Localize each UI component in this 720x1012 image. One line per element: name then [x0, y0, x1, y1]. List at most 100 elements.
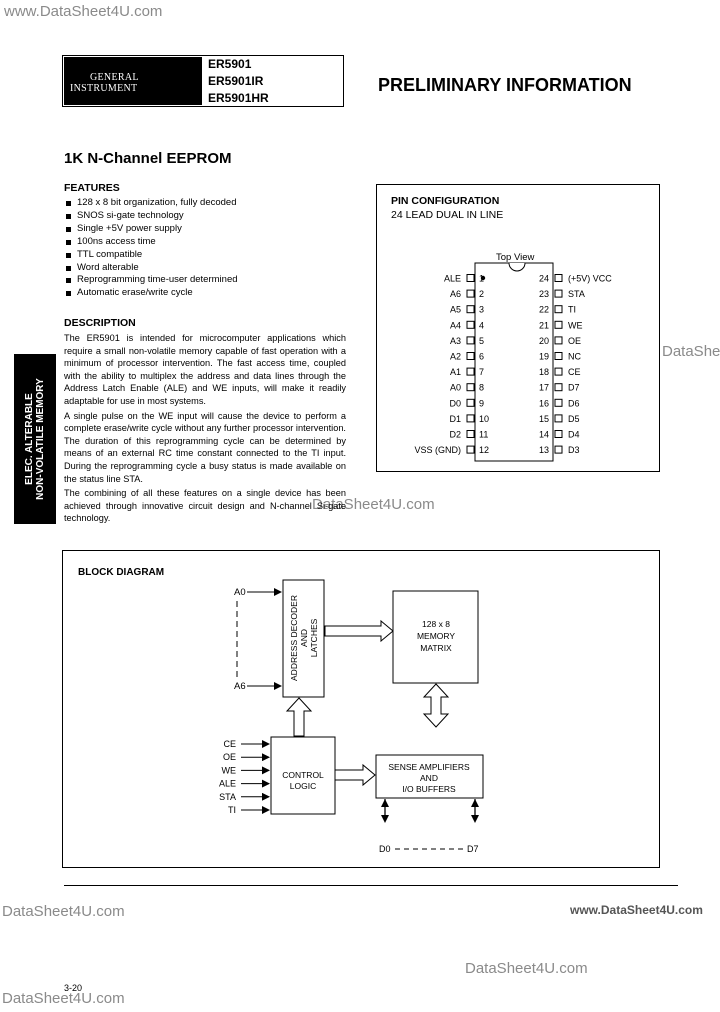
- pin-number: 5: [479, 336, 484, 346]
- control-input: ALE: [219, 779, 270, 789]
- pin-number: 11: [479, 430, 488, 440]
- decoder-label-3: LATCHES: [309, 618, 319, 657]
- pin-name: VSS (GND): [414, 445, 461, 455]
- pin-number: 21: [539, 320, 549, 330]
- pin-name: A1: [450, 367, 461, 377]
- pin-number: 20: [539, 336, 549, 346]
- block-diagram-box: BLOCK DIAGRAM A0 A6 ADDRESS DECODER AND …: [62, 550, 660, 868]
- watermark-right: DataSheet: [662, 343, 720, 360]
- pin-name: D0: [449, 398, 461, 408]
- header-box: [62, 55, 344, 107]
- company-logo: GENERAL INSTRUMENT: [64, 57, 202, 105]
- feature-item: Reprogramming time-user determined: [64, 274, 354, 287]
- pin-pad: [554, 305, 563, 314]
- pin-name: D3: [568, 445, 580, 455]
- decoder-label-1: ADDRESS DECODER: [289, 595, 299, 681]
- control-to-decoder-arrow: [285, 697, 313, 737]
- side-tab: ELEC. ALTERABLE NON-VOLATILE MEMORY: [14, 354, 56, 524]
- pin-pad: [466, 383, 475, 392]
- pin-pad: [466, 430, 475, 438]
- data-line-d7-arrow-up: [471, 799, 479, 807]
- pin-name: A2: [450, 352, 461, 362]
- watermark-bottom-center: DataSheet4U.com: [465, 960, 588, 977]
- pin-name: D4: [568, 430, 580, 440]
- pin-number: 1: [479, 274, 484, 284]
- features-heading: FEATURES: [64, 182, 120, 194]
- pin-right-row: 24(+5V) VCC: [539, 274, 612, 284]
- addr-bottom-label: A6: [234, 681, 246, 692]
- pin-number: 9: [479, 398, 484, 408]
- description-heading: DESCRIPTION: [64, 317, 136, 329]
- pin-pad: [466, 305, 475, 314]
- page-title: 1K N-Channel EEPROM: [64, 150, 232, 167]
- feature-item: Word alterable: [64, 262, 354, 275]
- watermark-bottom-left: DataSheet4U.com: [2, 903, 125, 920]
- data-right-label: D7: [467, 844, 479, 854]
- pin-pad: [466, 320, 475, 329]
- pin-pad: [466, 445, 475, 454]
- watermark-middle: DataSheet4U.com: [312, 496, 435, 513]
- part-number-3: ER5901HR: [208, 91, 269, 105]
- pin-pad: [466, 274, 475, 282]
- features-list: 128 x 8 bit organization, fully decoded …: [64, 197, 354, 300]
- control-input: CE: [223, 739, 270, 749]
- description-paragraph: A single pulse on the WE input will caus…: [64, 410, 346, 484]
- pin-pad: [554, 414, 563, 423]
- pin-pad: [466, 398, 475, 407]
- pin-number: 16: [539, 398, 549, 408]
- pin-pad: [466, 352, 475, 360]
- pin-number: 23: [539, 289, 549, 299]
- pin-name: STA: [568, 289, 585, 299]
- pin-right-row: 23 STA: [539, 289, 585, 299]
- block-diagram-title: BLOCK DIAGRAM: [78, 567, 165, 578]
- matrix-label-1: 128 x 8: [422, 619, 450, 629]
- pin-number: 7: [479, 367, 484, 377]
- block-diagram: A0 A6 ADDRESS DECODER AND LATCHES 128 x …: [219, 579, 484, 854]
- addr-top-label: A0: [234, 587, 246, 598]
- part-number-1: ER5901: [208, 57, 252, 71]
- watermark-bottom-right: www.DataSheet4U.com: [570, 903, 703, 917]
- watermark-top: www.DataSheet4U.com: [4, 3, 163, 20]
- pin-pad: [466, 414, 475, 423]
- pin-number: 18: [539, 367, 549, 377]
- control-input-label: TI: [228, 805, 236, 815]
- pin-pad: [554, 320, 563, 329]
- feature-item: 128 x 8 bit organization, fully decoded: [64, 197, 354, 210]
- pin-number: 24: [539, 274, 549, 284]
- pin-pad: [466, 289, 475, 298]
- pin-configuration-box: PIN CONFIGURATION 24 LEAD DUAL IN LINE T…: [376, 184, 660, 472]
- watermark-footer: DataSheet4U.com: [2, 990, 125, 1007]
- pin-number: 22: [539, 305, 549, 315]
- pin1-marker: [480, 275, 486, 281]
- pin-pad: [554, 445, 563, 454]
- address-decoder-block: [282, 579, 325, 698]
- feature-item: 100ns access time: [64, 236, 354, 249]
- pin-pad: [554, 274, 563, 282]
- pin-number: 4: [479, 320, 484, 330]
- pin-pad: [554, 383, 563, 392]
- pin-name: TI: [568, 305, 576, 315]
- pin-name: A0: [450, 383, 461, 393]
- pin-pad: [554, 289, 563, 298]
- control-input-label: CE: [223, 739, 236, 749]
- description-paragraph: The combining of all these features on a…: [64, 488, 346, 524]
- pin-name: ALE: [444, 274, 461, 284]
- data-line-d0-arrow-down: [381, 815, 389, 823]
- control-label-2: LOGIC: [290, 781, 316, 791]
- pin-name: D5: [568, 414, 580, 424]
- matrix-sense-arrow: [422, 683, 450, 728]
- control-input: OE: [223, 752, 270, 762]
- footer-rule: [64, 885, 678, 886]
